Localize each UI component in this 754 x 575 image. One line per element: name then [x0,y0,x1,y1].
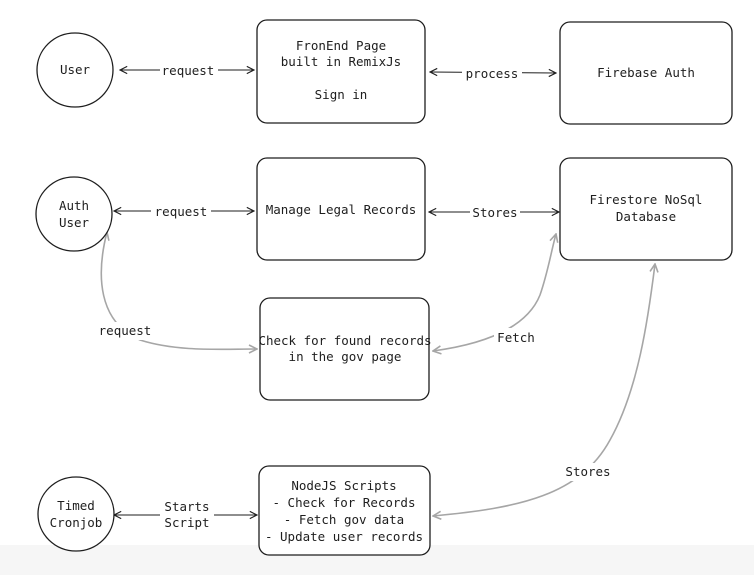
edge-label-cron-scripts: Starts Script [160,498,214,532]
node-label: User [60,62,91,77]
node-label: Auth [59,198,89,213]
node-user: User [36,32,114,108]
node-label: User [59,215,90,230]
node-auth-user: Auth User [35,176,113,252]
node-label: Firestore NoSql [590,192,703,207]
edge-label-text: Stores [565,464,610,479]
edge-label-text: Script [164,515,209,530]
edge-label-manage-firestore: Stores [470,204,520,222]
node-manage-legal-records: Manage Legal Records [256,157,426,261]
edge-label-text: Stores [472,205,517,220]
node-timed-cronjob: Timed Cronjob [37,476,115,552]
node-label: Sign in [315,87,368,102]
edge-label-check-firestore: Fetch [494,328,538,346]
node-label: Database [616,209,676,224]
edge-label-text: Fetch [497,330,535,345]
edge-label-authuser-manage: request [151,203,211,221]
node-label: NodeJS Scripts [291,478,396,493]
edge-label-frontend-auth: process [462,64,522,82]
edge-label-user-frontend: request [160,61,218,79]
node-label: built in RemixJs [281,54,401,69]
node-label: - Update user records [265,529,423,544]
node-label: - Check for Records [273,495,416,510]
edge-label-text: Starts [164,499,209,514]
edge-label-text: request [99,323,152,338]
edge-label-scripts-firestore: Stores [562,463,614,481]
edge-label-text: request [155,204,208,219]
node-label: - Fetch gov data [284,512,404,527]
node-label: Manage Legal Records [266,202,417,217]
node-firestore-database: Firestore NoSql Database [559,157,733,261]
node-label: Timed [57,498,95,513]
edge-label-authuser-check: request [96,322,154,340]
edge-scripts-firestore [433,264,655,516]
node-label: Firebase Auth [597,65,695,80]
edge-label-text: request [162,63,215,78]
node-label: FronEnd Page [296,38,386,53]
node-check-records: Check for found records in the gov page [258,297,432,401]
node-label: Cronjob [50,515,103,530]
node-firebase-auth: Firebase Auth [559,21,733,125]
node-label: in the gov page [289,349,402,364]
node-nodejs-scripts: NodeJS Scripts - Check for Records - Fet… [258,465,431,556]
edge-label-text: process [466,66,519,81]
node-frontend-page: FronEnd Page built in RemixJs Sign in [256,19,426,124]
node-label: Check for found records [258,333,431,348]
